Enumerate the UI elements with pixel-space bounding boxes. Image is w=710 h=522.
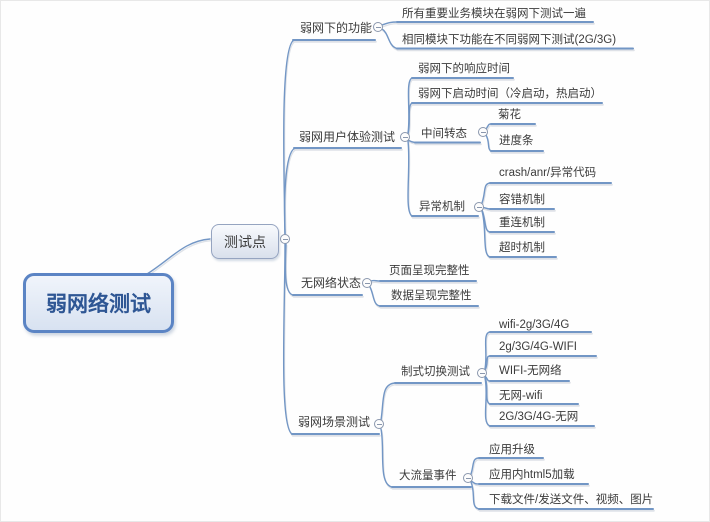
node-branch[interactable]: 弱网用户体验测试 (299, 130, 396, 144)
node-branch[interactable]: 弱网场景测试 (298, 415, 371, 429)
node-leaf[interactable]: 弱网下启动时间（冷启动，热启动） (418, 88, 602, 100)
node-leaf[interactable]: 弱网下的响应时间 (418, 63, 510, 75)
node-leaf[interactable]: 应用内html5加载 (489, 469, 575, 481)
node-subbranch[interactable]: 异常机制 (419, 201, 465, 213)
node-leaf[interactable]: 无网-wifi (499, 390, 543, 402)
node-subbranch[interactable]: 制式切换测试 (401, 366, 470, 378)
collapse-icon[interactable] (362, 278, 372, 288)
node-leaf[interactable]: WIFI-无网络 (499, 365, 562, 377)
node-leaf[interactable]: 容错机制 (499, 194, 545, 206)
node-leaf[interactable]: 相同模块下功能在不同弱网下测试(2G/3G) (402, 34, 617, 46)
collapse-icon[interactable] (373, 22, 383, 32)
node-subbranch[interactable]: 中间转态 (421, 128, 467, 140)
node-branch[interactable]: 无网络状态 (301, 276, 362, 290)
node-leaf[interactable]: 应用升级 (489, 444, 535, 456)
node-leaf[interactable]: 所有重要业务模块在弱网下测试一遍 (402, 8, 586, 20)
node-leaf[interactable]: crash/anr/异常代码 (499, 167, 597, 179)
node-leaf[interactable]: 数据呈现完整性 (391, 290, 472, 302)
node-leaf[interactable]: 2G/3G/4G-无网 (499, 411, 579, 423)
node-leaf[interactable]: 超时机制 (499, 242, 545, 254)
node-leaf[interactable]: 重连机制 (499, 217, 545, 229)
collapse-icon[interactable] (477, 368, 487, 378)
hub-label: 测试点 (224, 233, 266, 250)
collapse-icon[interactable] (474, 202, 484, 212)
collapse-icon[interactable] (374, 419, 384, 429)
node-hub[interactable]: 测试点 (211, 224, 279, 259)
collapse-icon[interactable] (478, 127, 488, 137)
node-leaf[interactable]: 下载文件/发送文件、视频、图片 (489, 494, 654, 506)
collapse-icon[interactable] (400, 132, 410, 142)
root-label: 弱网络测试 (46, 293, 151, 316)
collapse-icon[interactable] (463, 473, 473, 483)
node-leaf[interactable]: 页面呈现完整性 (389, 265, 470, 277)
node-leaf[interactable]: wifi-2g/3G/4G (499, 319, 570, 331)
node-subbranch[interactable]: 大流量事件 (399, 470, 457, 482)
node-leaf[interactable]: 进度条 (499, 135, 534, 147)
collapse-icon[interactable] (280, 234, 290, 244)
node-leaf[interactable]: 2g/3G/4G-WIFI (499, 341, 577, 353)
node-leaf[interactable]: 菊花 (498, 109, 521, 121)
node-branch[interactable]: 弱网下的功能 (300, 21, 373, 35)
node-root[interactable]: 弱网络测试 (23, 273, 174, 333)
